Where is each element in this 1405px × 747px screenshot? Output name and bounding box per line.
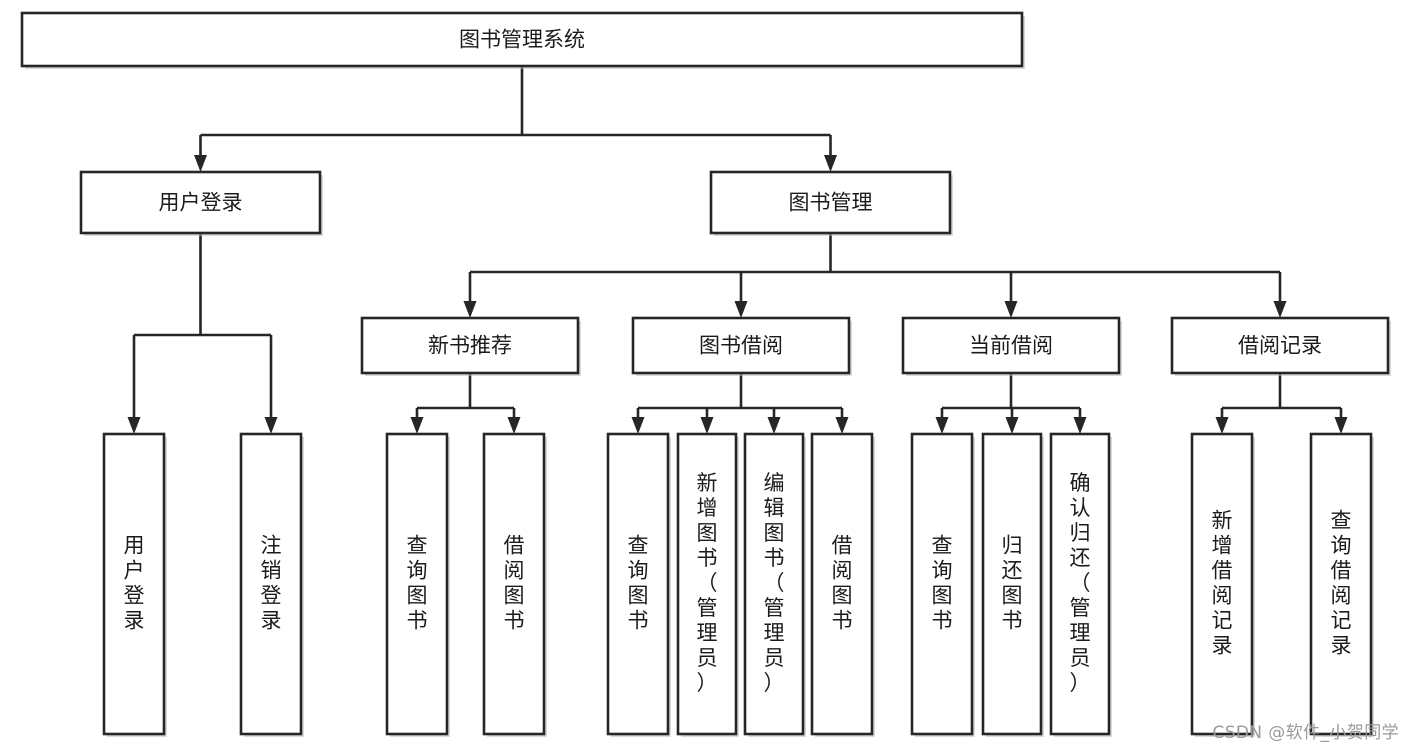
node-box-query-book-borrow (606, 432, 670, 736)
node-borrow-book-do[interactable]: 借阅图书 (810, 432, 875, 737)
arrow-head-root-drop-0 (194, 155, 207, 172)
node-label-query-book-borrow: 查询图书 (628, 534, 649, 633)
node-query-book-borrow[interactable]: 查询图书 (606, 432, 671, 737)
arrow-head-book-borrow-drop-2 (767, 417, 781, 434)
node-confirm-return-admin[interactable]: 确认归还（管理员） (1049, 432, 1112, 737)
node-box-query-book-current (910, 432, 974, 736)
node-user-login-do[interactable]: 用户登录 (102, 432, 167, 737)
node-label-borrow-book-rec: 借阅图书 (504, 534, 525, 633)
node-box-user-login (79, 170, 322, 235)
arrow-head-bm-drop-1 (734, 301, 748, 318)
node-box-book-borrow (631, 316, 851, 375)
node-book-manage[interactable]: 图书管理 (709, 170, 953, 236)
node-query-borrow-record[interactable]: 查询借阅记录 (1309, 432, 1374, 737)
node-layer: 图书管理系统用户登录用户登录注销登录图书管理新书推荐查询图书借阅图书图书借阅查询… (20, 11, 1391, 737)
arrow-head-book-borrow-drop-3 (835, 417, 849, 434)
node-label-query-book-rec: 查询图书 (407, 534, 428, 633)
node-box-root (20, 11, 1024, 68)
arrow-head-book-borrow-drop-0 (631, 417, 645, 434)
arrow-head-bm-drop-0 (463, 301, 477, 318)
node-add-book-admin[interactable]: 新增图书（管理员） (676, 432, 739, 737)
node-box-edit-book-admin (743, 432, 805, 736)
node-box-borrow-book-rec (482, 432, 546, 736)
node-box-user-login-do (102, 432, 166, 736)
node-label-add-borrow-record: 新增借阅记录 (1212, 509, 1233, 658)
node-new-book-recommend[interactable]: 新书推荐 (360, 316, 581, 376)
node-box-query-book-rec (385, 432, 449, 736)
node-label-book-borrow: 图书借阅 (699, 334, 783, 358)
node-box-add-book-admin (676, 432, 738, 736)
node-box-add-borrow-record (1190, 432, 1254, 736)
node-user-logout[interactable]: 注销登录 (239, 432, 304, 737)
arrow-head-new-book-recommend-drop-0 (410, 417, 424, 434)
node-label-user-login: 用户登录 (159, 191, 243, 215)
node-add-borrow-record[interactable]: 新增借阅记录 (1190, 432, 1255, 737)
node-box-user-logout (239, 432, 303, 736)
node-box-borrow-records (1170, 316, 1390, 375)
node-box-borrow-book-do (810, 432, 874, 736)
node-box-book-manage (709, 170, 952, 235)
node-query-book-rec[interactable]: 查询图书 (385, 432, 450, 737)
connector-layer (127, 66, 1348, 434)
arrow-head-current-borrow-drop-0 (935, 417, 949, 434)
node-label-borrow-book-do: 借阅图书 (832, 534, 853, 633)
node-edit-book-admin[interactable]: 编辑图书（管理员） (743, 432, 806, 737)
node-label-borrow-records: 借阅记录 (1238, 334, 1322, 358)
arrow-head-ul-drop-1 (264, 417, 278, 434)
node-label-current-borrow: 当前借阅 (969, 334, 1053, 358)
node-current-borrow[interactable]: 当前借阅 (901, 316, 1122, 376)
arrow-head-root-drop-1 (824, 155, 837, 172)
node-label-edit-book-admin: 编辑图书（管理员） (764, 471, 785, 695)
node-query-book-current[interactable]: 查询图书 (910, 432, 975, 737)
node-borrow-book-rec[interactable]: 借阅图书 (482, 432, 547, 737)
node-root[interactable]: 图书管理系统 (20, 11, 1025, 69)
arrow-head-current-borrow-drop-1 (1005, 417, 1019, 434)
node-label-root: 图书管理系统 (459, 28, 585, 52)
arrow-head-book-borrow-drop-1 (700, 417, 714, 434)
node-label-return-book: 归还图书 (1002, 534, 1023, 633)
node-label-add-book-admin: 新增图书（管理员） (697, 471, 718, 695)
node-label-book-manage: 图书管理 (789, 191, 873, 215)
node-label-new-book-recommend: 新书推荐 (428, 334, 512, 358)
node-label-user-logout: 注销登录 (261, 534, 282, 633)
node-box-confirm-return-admin (1049, 432, 1111, 736)
node-box-query-borrow-record (1309, 432, 1373, 736)
arrow-head-ul-drop-0 (127, 417, 141, 434)
node-book-borrow[interactable]: 图书借阅 (631, 316, 852, 376)
node-label-query-book-current: 查询图书 (932, 534, 953, 633)
arrow-head-borrow-records-drop-0 (1215, 417, 1229, 434)
node-user-login[interactable]: 用户登录 (79, 170, 323, 236)
arrow-head-borrow-records-drop-1 (1334, 417, 1348, 434)
node-label-user-login-do: 用户登录 (124, 534, 145, 633)
node-box-return-book (981, 432, 1043, 736)
node-label-confirm-return-admin: 确认归还（管理员） (1070, 471, 1091, 695)
arrow-head-current-borrow-drop-2 (1073, 417, 1087, 434)
arrow-head-bm-drop-3 (1273, 301, 1287, 318)
node-borrow-records[interactable]: 借阅记录 (1170, 316, 1391, 376)
node-box-current-borrow (901, 316, 1121, 375)
node-return-book[interactable]: 归还图书 (981, 432, 1044, 737)
node-box-new-book-recommend (360, 316, 580, 375)
node-label-query-borrow-record: 查询借阅记录 (1331, 509, 1352, 658)
arrow-head-new-book-recommend-drop-1 (507, 417, 521, 434)
arrow-head-bm-drop-2 (1004, 301, 1018, 318)
